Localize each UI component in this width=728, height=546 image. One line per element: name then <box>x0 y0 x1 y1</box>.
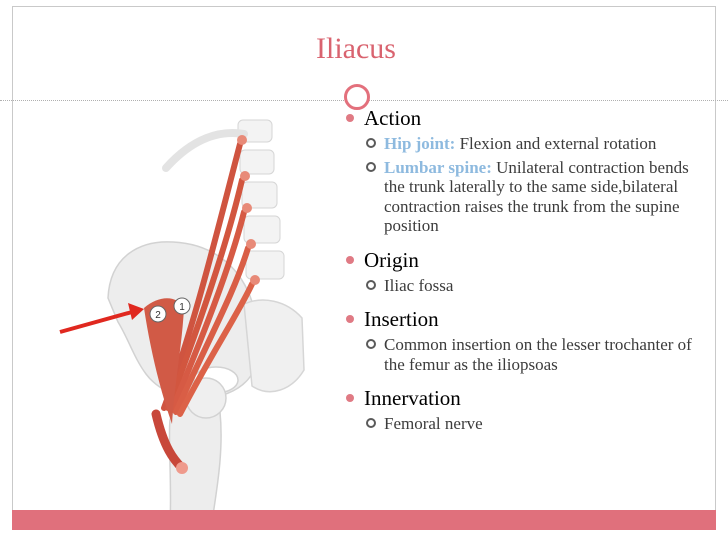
sub-bullet-insertion: Common insertion on the lesser trochante… <box>366 335 694 374</box>
muscle-slip <box>237 135 247 145</box>
muscle-slip <box>240 171 250 181</box>
hollow-circle-icon <box>366 339 376 349</box>
slide-title: Iliacus <box>316 32 396 65</box>
bullet-heading: Action <box>364 106 422 130</box>
sub-bullet-text: Iliac fossa <box>384 275 454 295</box>
bullet-action: Action <box>346 106 694 130</box>
psoas-fiber <box>173 245 251 415</box>
bullet-heading: Insertion <box>364 307 439 331</box>
label-circle-2 <box>149 305 167 323</box>
lesser-trochanter-highlight <box>176 462 188 474</box>
hollow-circle-icon <box>366 279 376 290</box>
sub-bullet-text: Femoral nerve <box>384 414 483 433</box>
bullet-insertion: Insertion <box>346 307 694 331</box>
label-circle-1 <box>173 297 191 315</box>
rib <box>162 129 248 172</box>
arrow-shaft <box>59 310 133 334</box>
psoas-fiber <box>177 281 255 417</box>
bullet-heading: Innervation <box>364 386 461 410</box>
bullet-dot-icon <box>346 315 354 323</box>
psoas-fiber <box>169 209 247 413</box>
sub-bullet-text: Common insertion on the lesser trochante… <box>384 335 692 374</box>
vertebra <box>245 250 285 280</box>
muscle-slip <box>242 203 252 213</box>
bullet-dot-icon <box>346 114 354 122</box>
bullet-dot-icon <box>346 394 354 402</box>
vertebra <box>241 181 278 209</box>
sub-bullet-innervation: Femoral nerve <box>366 414 694 434</box>
arrow-head <box>128 303 144 320</box>
ring-ornament <box>344 84 370 110</box>
psoas-fiber <box>165 177 245 411</box>
iliacus-muscle <box>144 298 184 424</box>
bullet-heading: Origin <box>364 247 419 272</box>
bullet-dot-icon <box>346 255 354 264</box>
bullet-list: Action Hip joint: Flexion and external r… <box>346 106 694 434</box>
keyword-lumbar-spine: Lumbar spine: <box>384 157 492 177</box>
hollow-circle-icon <box>366 418 376 428</box>
footer-bar <box>12 510 716 530</box>
sub-bullet-text: Flexion and external rotation <box>459 134 657 153</box>
anatomy-illustration: 2 1 <box>48 108 322 522</box>
sub-bullet-text: Unilateral contraction bends the trunk l… <box>384 157 689 236</box>
anatomy-svg: 2 1 <box>59 119 305 522</box>
bullet-innervation: Innervation <box>346 386 694 410</box>
vertebra <box>243 215 281 244</box>
sacrum-bone <box>243 299 305 393</box>
bullet-origin: Origin <box>346 248 694 272</box>
label-text-2: 2 <box>155 310 161 321</box>
muscle-slip <box>246 239 256 249</box>
keyword-hip-joint: Hip joint: <box>384 134 456 153</box>
muscle-slip <box>250 275 260 285</box>
vertebra <box>239 149 275 175</box>
hollow-circle-icon <box>366 161 376 172</box>
sub-bullet-hip-joint: Hip joint: Flexion and external rotation <box>366 134 694 154</box>
label-text-1: 1 <box>179 302 185 313</box>
sub-bullet-origin: Iliac fossa <box>366 276 694 296</box>
sub-bullet-lumbar-spine: Lumbar spine: Unilateral contraction ben… <box>366 158 694 236</box>
hollow-circle-icon <box>366 138 376 148</box>
